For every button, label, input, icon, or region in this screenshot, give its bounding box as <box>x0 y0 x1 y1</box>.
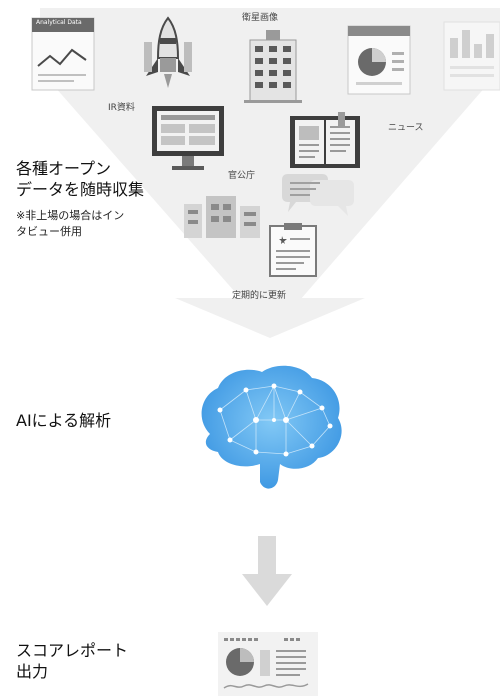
ai-brain-icon <box>201 365 342 489</box>
government-label: 官公庁 <box>228 171 256 181</box>
step-2-title: AIによる解析 <box>16 411 112 430</box>
news-label: ニュース <box>388 123 424 133</box>
score-report-icon <box>218 632 318 696</box>
monitor-icon <box>152 106 224 170</box>
step-3-text: スコアレポート 出力 <box>16 640 128 682</box>
speech-bubbles-icon <box>282 174 354 216</box>
step-1-title-line-2: データを随時収集 <box>16 180 145 199</box>
down-arrow-icon <box>242 536 292 606</box>
pie-report-icon <box>347 25 411 95</box>
analytical-data-label: Analytical Data <box>36 19 82 26</box>
update-label: 定期的に更新 <box>232 291 287 301</box>
rocket-icon <box>144 16 192 88</box>
funnel-arrow-head <box>175 298 365 338</box>
building-icon <box>244 30 302 103</box>
bar-chart-icon <box>443 21 500 91</box>
step-1-note-line-1: ※非上場の場合はイン <box>16 209 125 222</box>
step-1-text: 各種オープン データを随時収集 ※非上場の場合はイン タビュー併用 <box>16 158 144 240</box>
step-3-title-line-2: 出力 <box>16 662 49 681</box>
ir-label: IR資料 <box>108 103 135 113</box>
analytical-data-icon: Analytical Data <box>30 16 100 92</box>
step-3-title-line-1: スコアレポート <box>16 641 129 660</box>
step-1-note-line-2: タビュー併用 <box>16 225 82 238</box>
satellite-label: 衛星画像 <box>242 13 279 23</box>
open-book-icon <box>290 112 360 168</box>
clipboard-document-icon <box>269 223 317 277</box>
government-buildings-icon <box>184 196 260 238</box>
step-1-title-line-1: 各種オープン <box>16 159 112 178</box>
